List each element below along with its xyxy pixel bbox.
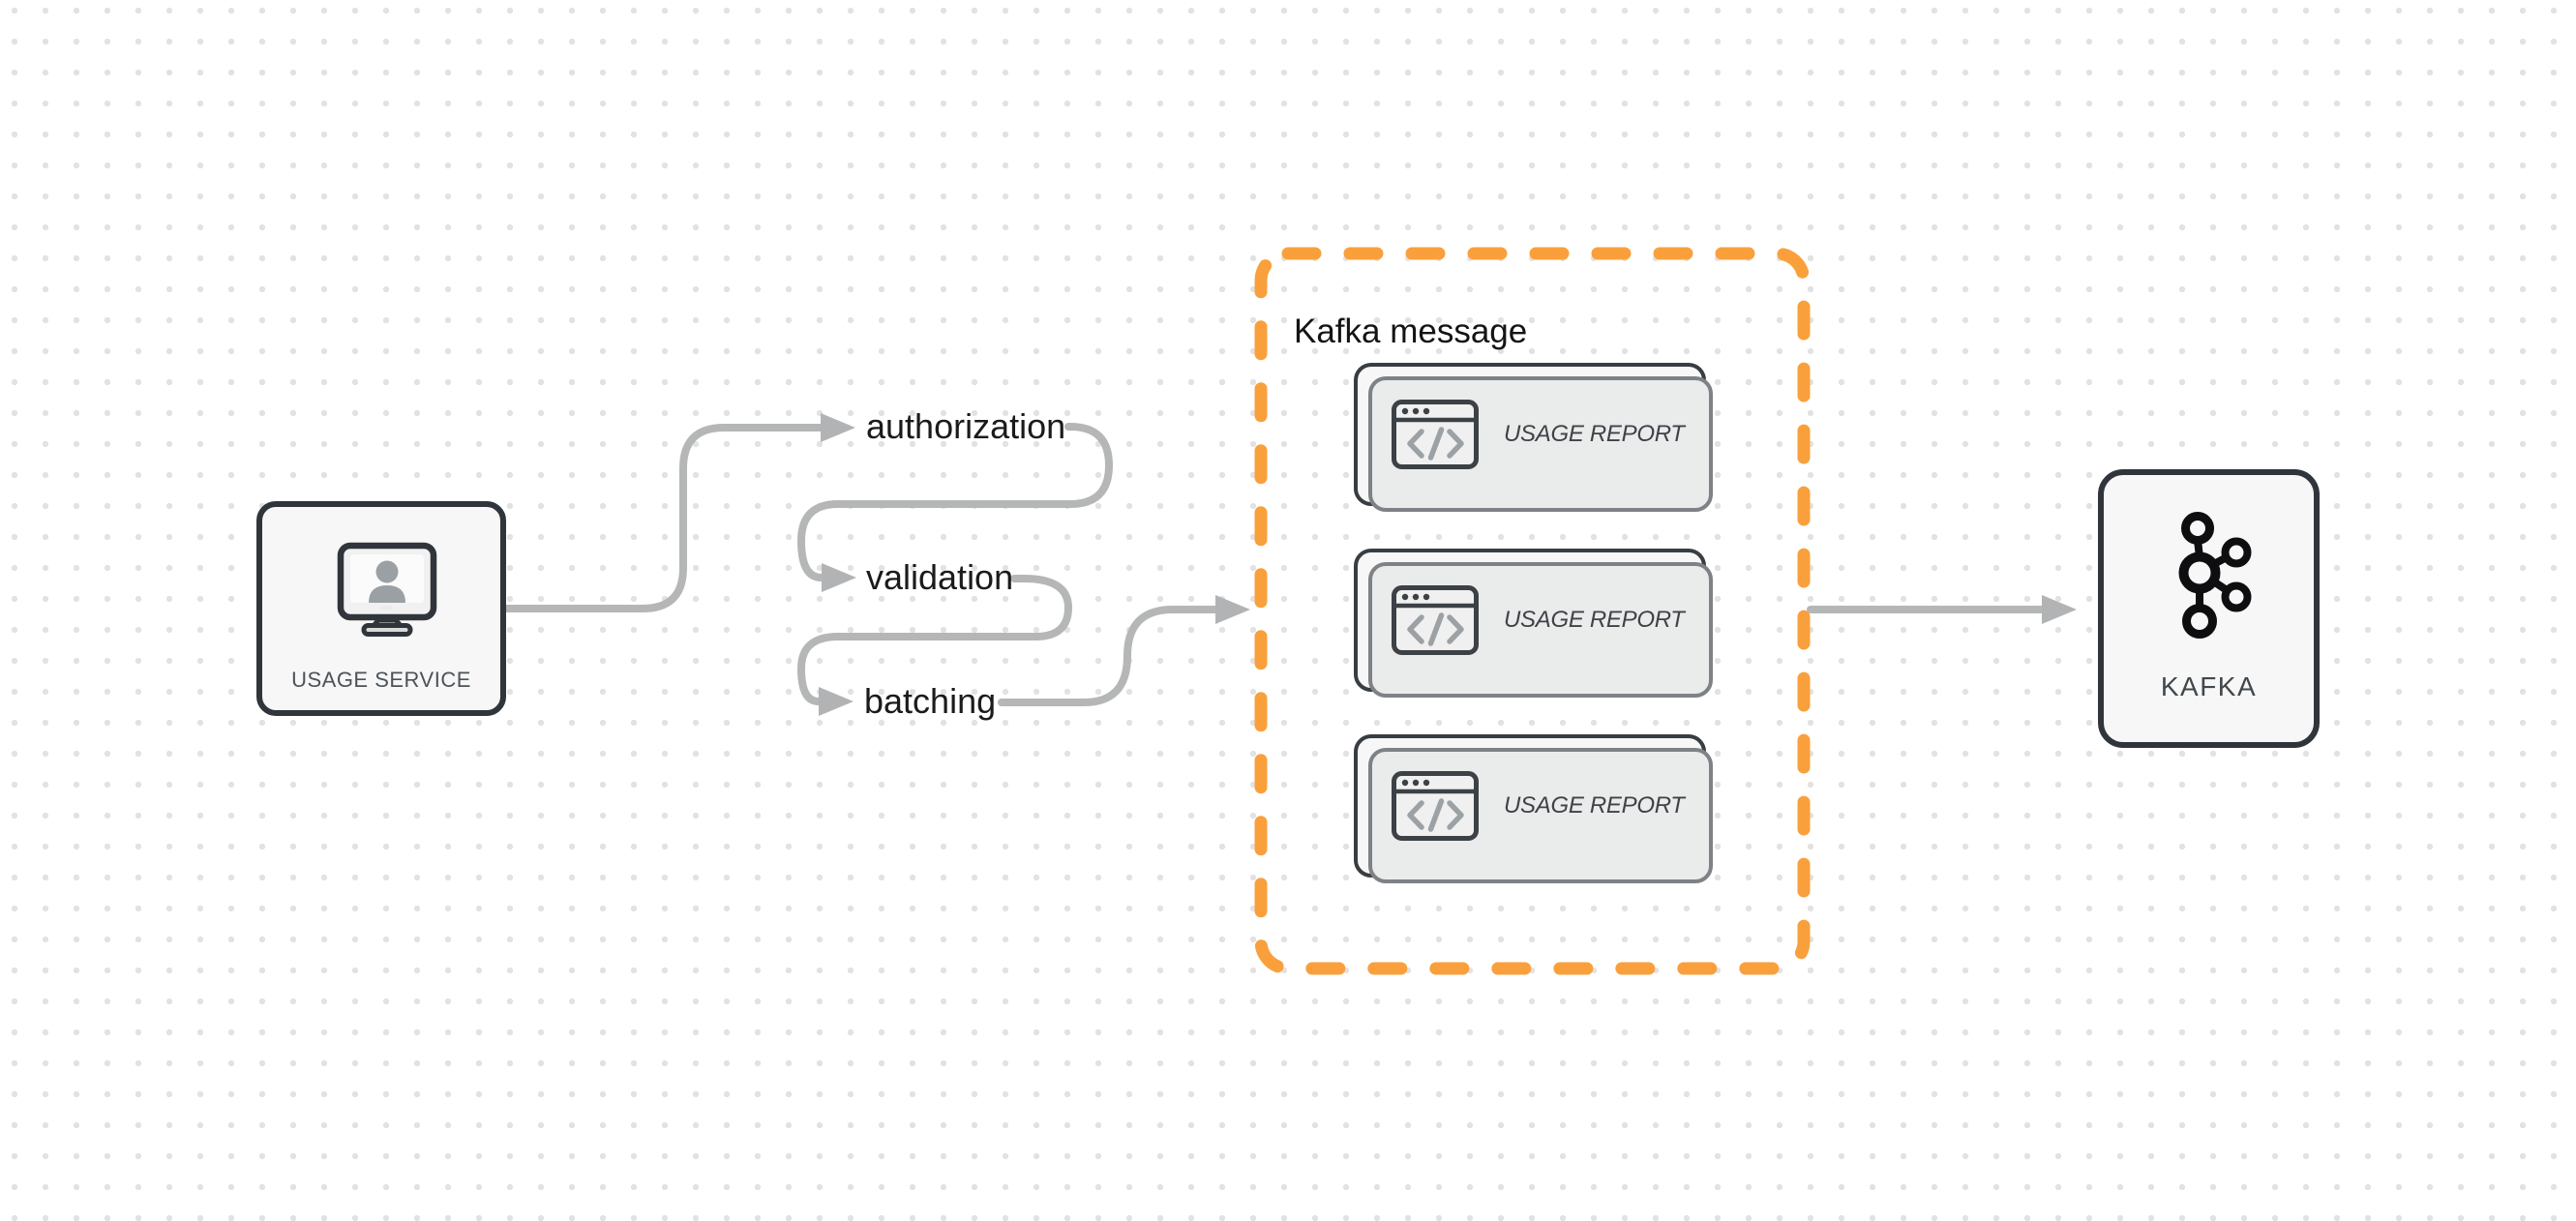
- step-label-batching: batching: [864, 681, 997, 721]
- step-label-authorization: authorization: [866, 406, 1066, 446]
- code-window-icon: [1392, 400, 1479, 469]
- kafka-message-group-title: Kafka message: [1294, 313, 1528, 350]
- step-label-validation: validation: [866, 557, 1014, 597]
- arrow-validation-to-batching: [796, 575, 1073, 716]
- usage-report-card: USAGE REPORT: [1354, 734, 1713, 883]
- kafka-logo-icon: [2174, 512, 2256, 644]
- kafka-label: KAFKA: [2160, 671, 2258, 701]
- kafka-node: KAFKA: [2098, 469, 2320, 748]
- kafka-message-group-border: [1254, 247, 1811, 975]
- code-window-icon: [1392, 771, 1479, 841]
- usage-report-label: USAGE REPORT: [1504, 792, 1685, 819]
- arrow-batching-to-kafka-message: [998, 595, 1250, 706]
- monitor-user-icon: [337, 542, 437, 641]
- usage-service-node: USAGE SERVICE: [256, 501, 506, 716]
- usage-report-label: USAGE REPORT: [1504, 607, 1685, 633]
- arrow-authorization-to-validation: [796, 423, 1114, 592]
- usage-report-card: USAGE REPORT: [1354, 549, 1713, 698]
- usage-report-label: USAGE REPORT: [1504, 421, 1685, 447]
- arrow-usage-to-authorization: [502, 413, 855, 612]
- usage-report-card: USAGE REPORT: [1354, 363, 1713, 512]
- usage-service-label: USAGE SERVICE: [291, 668, 471, 692]
- code-window-icon: [1392, 585, 1479, 655]
